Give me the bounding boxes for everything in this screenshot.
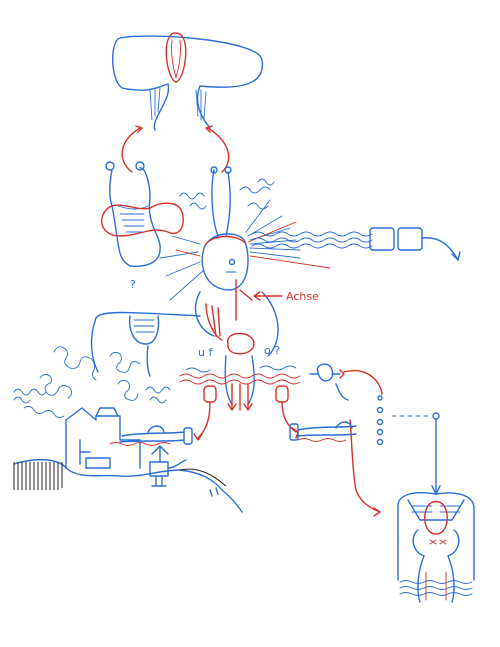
center-figure [159,166,331,321]
left-foliage [13,346,171,419]
red-path-right [349,419,381,517]
hill [13,458,243,513]
left-mark-label: u f [198,346,213,359]
top-pillow [112,32,264,131]
question-label: ? [130,278,136,291]
village [65,407,187,487]
bottom-devices [109,421,357,446]
right-pipe [251,227,461,261]
right-figure [397,492,475,603]
left-pouch [90,311,201,377]
axis-label: Achse [286,290,319,303]
pillow-connectors [121,125,230,173]
right-mark-label: o ? [264,344,280,357]
left-cushion [101,161,184,267]
red-wave-band [179,365,301,441]
right-device [309,363,441,495]
central-body [195,291,283,411]
